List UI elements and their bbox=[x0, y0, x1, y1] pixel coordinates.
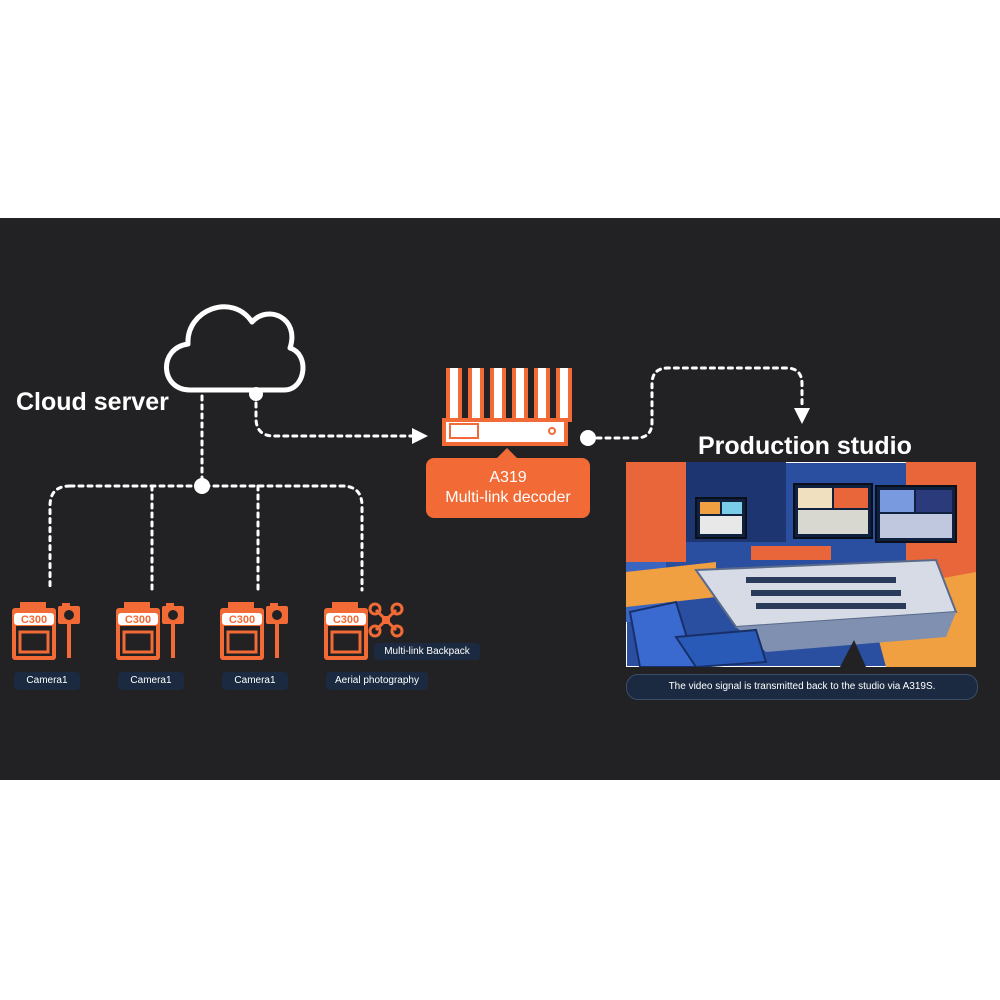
decoder-device-icon bbox=[442, 368, 572, 446]
studio-caption: The video signal is transmitted back to … bbox=[626, 674, 978, 700]
camera-icon bbox=[266, 603, 288, 658]
arrow-to-decoder bbox=[412, 428, 428, 444]
device-badge: C300 bbox=[229, 614, 255, 626]
backpack-device-icon: C300 bbox=[220, 602, 264, 660]
arrow-to-studio bbox=[794, 408, 810, 424]
decoder-model: A319 bbox=[489, 469, 527, 486]
hub-dot bbox=[194, 478, 210, 494]
camera-icon bbox=[162, 603, 184, 658]
diagram-panel: C300 C300 C300 C300 Cloud server A319 Multi… bbox=[0, 218, 1000, 780]
cloud-port-dot bbox=[249, 387, 263, 401]
link-cloud-to-decoder bbox=[254, 392, 414, 438]
drone-icon bbox=[368, 602, 404, 638]
backpack-device-icon: C300 bbox=[116, 602, 160, 660]
device-badge: C300 bbox=[125, 614, 151, 626]
cloud-icon bbox=[164, 304, 306, 393]
device-label-4: Aerial photography bbox=[326, 672, 428, 690]
production-studio-label: Production studio bbox=[698, 432, 912, 460]
device-badge: C300 bbox=[333, 614, 359, 626]
decoder-port-dot bbox=[580, 430, 596, 446]
device-badge: C300 bbox=[21, 614, 47, 626]
connector-layer: C300 C300 C300 C300 bbox=[12, 304, 810, 660]
cloud-server-label: Cloud server bbox=[16, 388, 169, 416]
device-label-3: Camera1 bbox=[222, 672, 288, 690]
link-decoder-to-studio bbox=[586, 366, 804, 440]
multi-link-backpack-label: Multi-link Backpack bbox=[374, 643, 480, 660]
device-label-2: Camera1 bbox=[118, 672, 184, 690]
backpack-device-icon: C300 bbox=[12, 602, 56, 660]
backpack-device-icon: C300 bbox=[324, 602, 368, 660]
camera-icon bbox=[58, 603, 80, 658]
device-label-1: Camera1 bbox=[14, 672, 80, 690]
link-bus bbox=[48, 484, 364, 592]
decoder-name: Multi-link decoder bbox=[445, 489, 571, 506]
decoder-badge: A319 Multi-link decoder bbox=[426, 448, 590, 518]
studio-image bbox=[626, 462, 976, 667]
